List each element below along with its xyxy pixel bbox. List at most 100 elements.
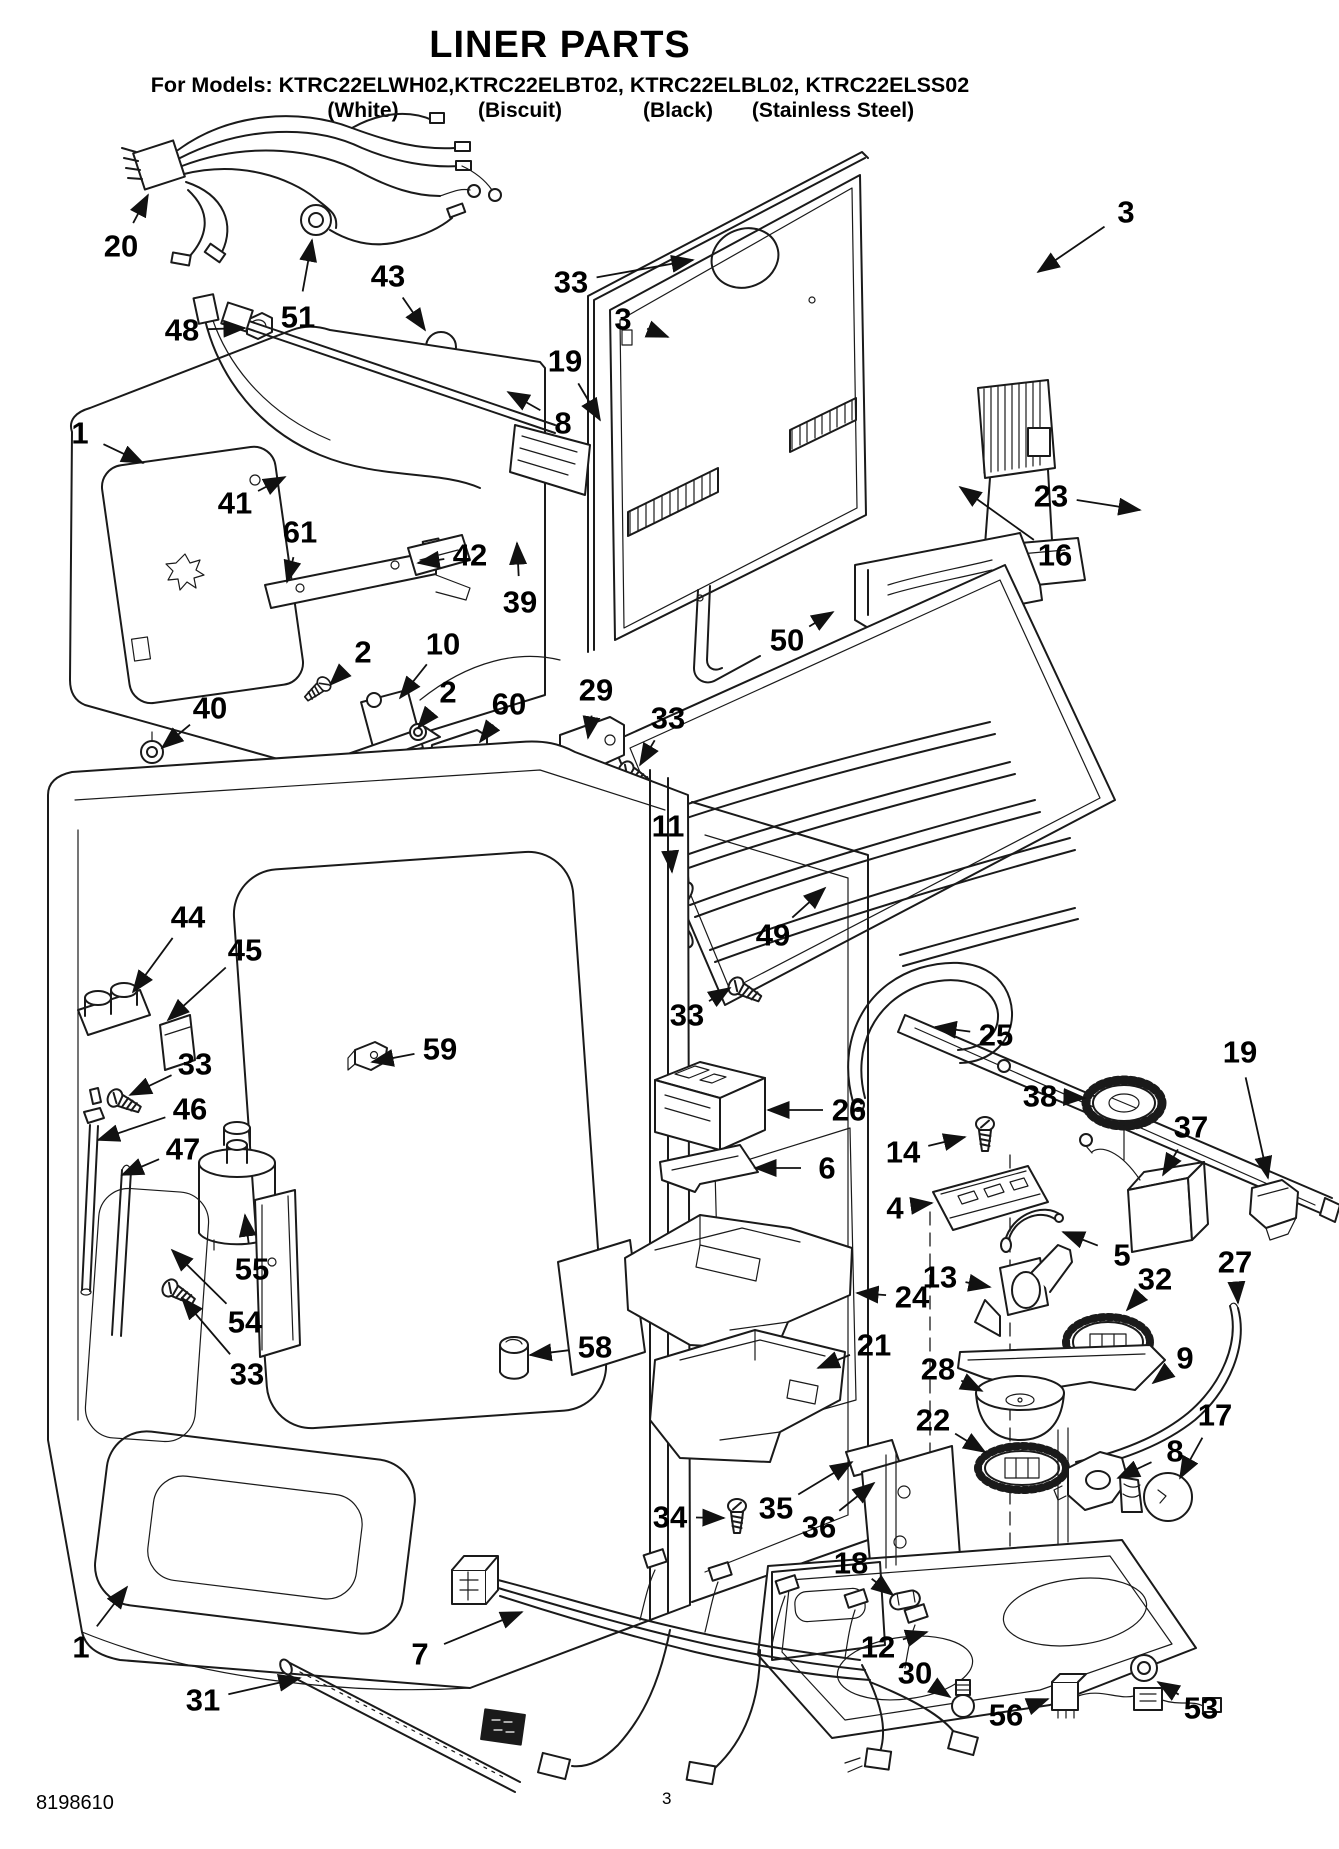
callout-leader-48 bbox=[207, 319, 247, 338]
part-callout-49: 49 bbox=[756, 918, 790, 953]
callout-leader-21 bbox=[816, 1351, 851, 1369]
callout-leader-49 bbox=[791, 886, 827, 919]
callout-leader-2 bbox=[328, 663, 352, 687]
finish-label: (Black) bbox=[642, 99, 714, 122]
part-callout-43: 43 bbox=[371, 259, 405, 294]
callout-leader-13 bbox=[965, 1273, 992, 1292]
callout-leader-24 bbox=[855, 1285, 887, 1304]
foam-duct-24 bbox=[624, 1214, 853, 1351]
callout-leader-47 bbox=[120, 1158, 160, 1176]
accumulator-tube bbox=[847, 961, 1014, 1112]
callout-leader-42 bbox=[416, 550, 445, 569]
callout-leader-51 bbox=[299, 238, 317, 292]
timer-gear-38 bbox=[1081, 1075, 1167, 1161]
part-callout-30: 30 bbox=[898, 1656, 932, 1691]
callout-leader-35 bbox=[797, 1461, 854, 1496]
callout-leader-23 bbox=[1076, 497, 1142, 516]
callout-leader-8 bbox=[1116, 1460, 1152, 1479]
part-callout-59: 59 bbox=[423, 1032, 457, 1067]
callout-leader-9 bbox=[1151, 1362, 1176, 1385]
bulb-17 bbox=[1119, 1472, 1193, 1522]
part-callout-9: 9 bbox=[1176, 1341, 1193, 1376]
wire-harness-top bbox=[121, 112, 502, 267]
callout-leader-33 bbox=[596, 254, 695, 279]
header: LINER PARTS For Models: KTRC22ELWH02,KTR… bbox=[0, 0, 1120, 98]
part-callout-33: 33 bbox=[554, 265, 588, 300]
roller-58 bbox=[499, 1336, 529, 1380]
callout-leader-14 bbox=[928, 1133, 967, 1151]
callout-leader-53 bbox=[1156, 1681, 1182, 1701]
models-prefix: For Models: bbox=[150, 73, 273, 97]
part-callout-20: 20 bbox=[104, 229, 138, 264]
callout-leader-33 bbox=[180, 1296, 231, 1355]
callout-leader-33 bbox=[128, 1074, 172, 1096]
part-callout-46: 46 bbox=[173, 1092, 207, 1127]
wire-harness-bottom-7 bbox=[451, 1548, 979, 1786]
callout-leader-46 bbox=[96, 1116, 166, 1142]
defrost-timer-37 bbox=[1079, 1133, 1209, 1253]
toothed-cup-22 bbox=[974, 1442, 1070, 1494]
callout-leader-39 bbox=[509, 541, 528, 577]
callout-leader-60 bbox=[478, 719, 501, 744]
part-callout-27: 27 bbox=[1218, 1245, 1252, 1280]
clip-48 bbox=[246, 312, 273, 340]
part-callout-60: 60 bbox=[492, 687, 526, 722]
callout-leader-50 bbox=[808, 611, 835, 631]
part-callout-25: 25 bbox=[979, 1018, 1013, 1053]
part-callout-47: 47 bbox=[166, 1132, 200, 1167]
part-callout-4: 4 bbox=[886, 1191, 904, 1226]
callout-leader-1 bbox=[96, 1585, 129, 1627]
callout-leader-56 bbox=[1024, 1698, 1050, 1716]
part-callout-31: 31 bbox=[186, 1683, 220, 1718]
finish-labels: (White)(Biscuit)(Black)(Stainless Steel) bbox=[0, 0, 1339, 140]
document-number: 8198610 bbox=[36, 1792, 114, 1814]
part-callout-8: 8 bbox=[554, 406, 571, 441]
cover-panel bbox=[557, 1239, 646, 1376]
part-callout-12: 12 bbox=[861, 1630, 895, 1665]
callout-leader-31 bbox=[228, 1674, 302, 1696]
part-callout-35: 35 bbox=[759, 1491, 793, 1526]
callout-leader-34 bbox=[695, 1508, 726, 1527]
callout-leader-12 bbox=[902, 1629, 929, 1647]
part-callout-29: 29 bbox=[579, 673, 613, 708]
lamp-socket-8b bbox=[1053, 1451, 1129, 1511]
callout-leader-19 bbox=[1244, 1077, 1273, 1180]
callout-leader-45 bbox=[166, 966, 227, 1022]
part-callout-38: 38 bbox=[1023, 1079, 1057, 1114]
part-callout-58: 58 bbox=[578, 1330, 612, 1365]
part-callout-8: 8 bbox=[1166, 1434, 1183, 1469]
grommet-connector-53 bbox=[1130, 1654, 1222, 1713]
part-callout-19: 19 bbox=[548, 344, 582, 379]
callout-leader-8 bbox=[506, 391, 541, 412]
callout-leader-32 bbox=[1125, 1287, 1149, 1312]
connector-56 bbox=[1051, 1673, 1135, 1719]
drain-pan-12 bbox=[757, 1427, 1197, 1739]
control-box-26 bbox=[654, 1061, 766, 1151]
callout-leader-28 bbox=[958, 1373, 984, 1392]
callout-leader-55 bbox=[238, 1213, 257, 1244]
callout-leader-7 bbox=[443, 1611, 524, 1645]
part-callout-1: 1 bbox=[72, 1630, 89, 1665]
part-callout-42: 42 bbox=[453, 538, 487, 573]
part-callout-41: 41 bbox=[218, 486, 252, 521]
callout-leader-33 bbox=[639, 739, 659, 767]
part-callout-2: 2 bbox=[439, 675, 456, 710]
part-callout-11: 11 bbox=[652, 809, 685, 844]
part-callout-3: 3 bbox=[1117, 195, 1134, 230]
callout-leader-30 bbox=[927, 1677, 952, 1699]
part-callout-10: 10 bbox=[426, 627, 460, 662]
part-callout-19: 19 bbox=[1223, 1035, 1257, 1070]
part-callout-2: 2 bbox=[354, 635, 371, 670]
part-callout-48: 48 bbox=[165, 313, 199, 348]
part-callout-13: 13 bbox=[923, 1260, 957, 1295]
callout-leader-41 bbox=[257, 476, 287, 495]
part-callout-53: 53 bbox=[1184, 1691, 1218, 1726]
back-panel-3 bbox=[587, 151, 869, 653]
page-title: LINER PARTS bbox=[429, 24, 691, 66]
part-callout-21: 21 bbox=[857, 1328, 891, 1363]
callout-leader-54 bbox=[170, 1248, 228, 1305]
part-callout-37: 37 bbox=[1174, 1110, 1208, 1145]
part-callout-6: 6 bbox=[818, 1151, 835, 1186]
part-callout-33: 33 bbox=[178, 1047, 212, 1082]
control-board-4 bbox=[932, 1165, 1049, 1231]
